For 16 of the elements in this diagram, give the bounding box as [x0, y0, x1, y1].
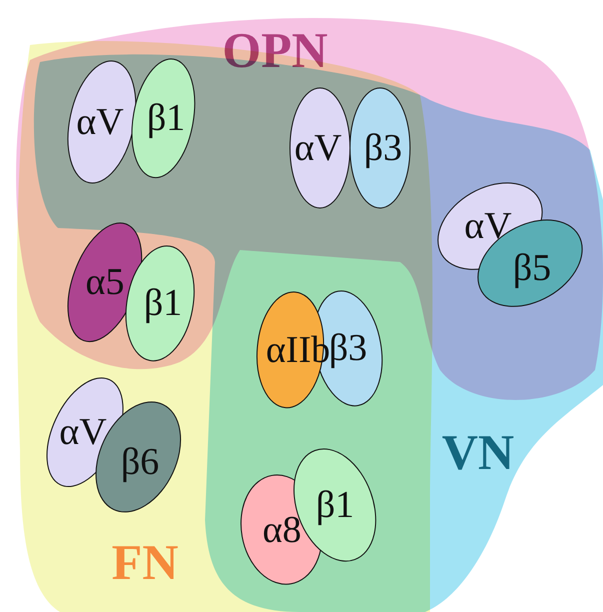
subunit-label: β1 [316, 486, 354, 524]
region-label: OPN [222, 25, 328, 75]
subunit-label: β3 [364, 129, 402, 167]
subunit-label: α5 [86, 262, 124, 301]
subunit-label: β3 [328, 328, 368, 367]
subunit-label: αV [464, 206, 512, 245]
subunit-label: α8 [262, 510, 302, 549]
region-label: FN [112, 537, 178, 587]
subunit-label: αV [76, 102, 124, 141]
subunit-label: β5 [512, 248, 552, 287]
subunit-label: β6 [120, 442, 160, 481]
subunit-label: β1 [144, 284, 182, 322]
subunit-label: αV [294, 129, 342, 167]
region-label: VN [442, 427, 514, 477]
subunit-label: αV [59, 412, 107, 451]
subunit-label: β1 [146, 98, 186, 137]
